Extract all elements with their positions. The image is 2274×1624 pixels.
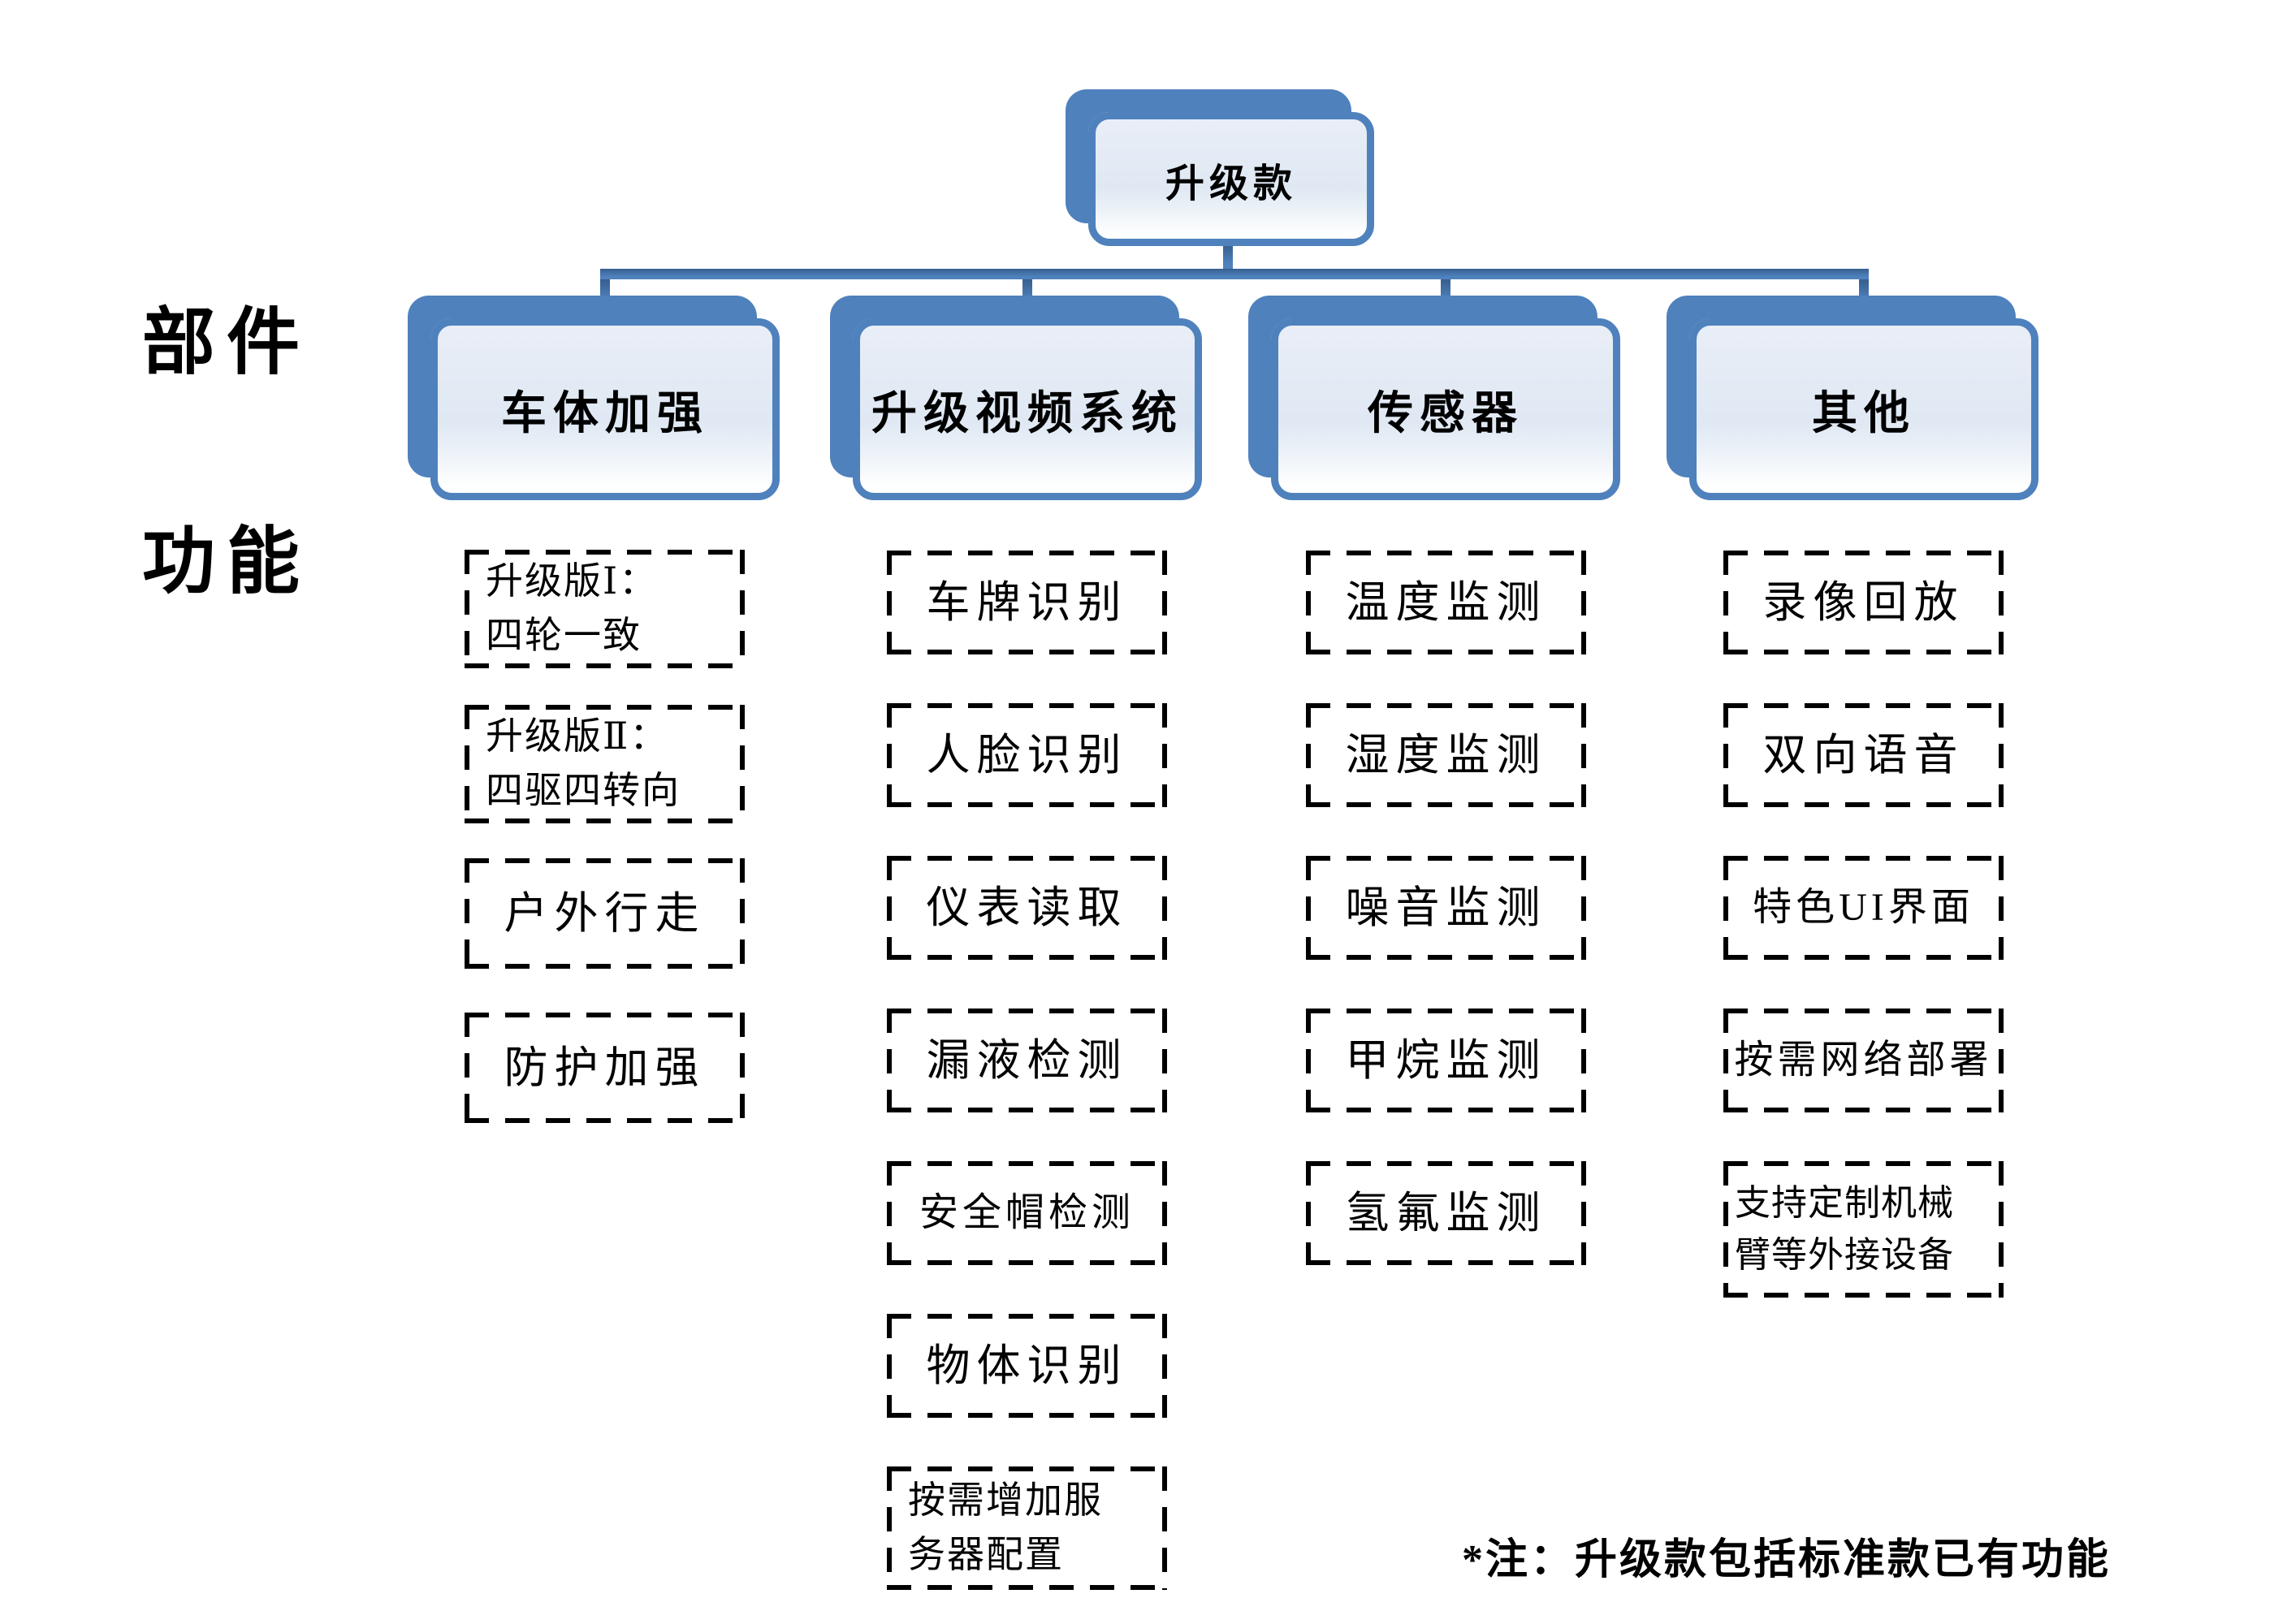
function-item: 甲烷监测 [1306,1009,1586,1112]
function-item: 安全帽检测 [887,1161,1167,1265]
row-label-functions: 功能 [142,522,311,603]
function-item-label: 特色UI界面 [1753,885,1974,929]
function-item-label: 仪表读取 [926,883,1128,932]
function-item-label: 噪音监测 [1345,883,1547,932]
function-item: 升级版Ⅰ： 四轮一致 [465,550,745,668]
function-item-label: 按需增加服 务器配置 [908,1479,1103,1575]
function-item-label: 户外行走 [504,888,706,938]
function-item-label: 温度监测 [1345,577,1547,627]
function-item-label: 支持定制机械 臂等外接设备 [1735,1183,1954,1275]
function-item-label: 漏液检测 [926,1035,1128,1085]
node-root-upgrade-model: 升级款 [1088,112,1374,246]
function-item: 仪表读取 [887,856,1167,960]
function-item: 车牌识别 [887,551,1167,654]
function-item-label: 双向语音 [1762,730,1965,780]
connector-horizontal-bar [600,269,1869,279]
function-item-label: 人脸识别 [926,730,1128,780]
node-header-others: 其他 [1689,318,2038,500]
function-item: 按需增加服 务器配置 [887,1466,1167,1590]
node-header-body-reinforcement: 车体加强 [430,318,780,500]
function-item: 物体识别 [887,1314,1167,1418]
function-item: 人脸识别 [887,703,1167,807]
footnote: *注：升级款包括标准款已有功能 [1462,1537,2112,1583]
function-item-label: 湿度监测 [1345,730,1547,780]
function-item-label: 车牌识别 [926,577,1128,627]
connector-drop-video-system [1022,279,1032,307]
function-item-label: 按需网络部署 [1734,1038,1993,1082]
function-item: 双向语音 [1723,703,2004,807]
function-item: 氢氟监测 [1306,1161,1586,1265]
function-item-label: 安全帽检测 [919,1190,1135,1234]
node-header-sensors: 传感器 [1271,318,1620,500]
function-item-label: 升级版Ⅱ： 四驱四转向 [486,715,681,811]
function-item-label: 防护加强 [504,1043,706,1092]
function-item: 特色UI界面 [1723,856,2004,960]
function-item-label: 物体识别 [926,1341,1128,1390]
function-item: 湿度监测 [1306,703,1586,807]
node-header-label: 升级视频系统 [871,388,1183,439]
connector-drop-body-reinforcement [600,279,610,307]
connector-drop-sensors [1441,279,1450,307]
function-item: 按需网络部署 [1723,1009,2004,1112]
function-item-label: 升级版Ⅰ： 四轮一致 [486,560,659,656]
connector-root-stem [1223,244,1233,270]
node-header-label: 其他 [1812,388,1916,439]
function-item: 户外行走 [465,858,745,969]
function-item: 防护加强 [465,1013,745,1123]
row-label-components: 部件 [142,303,311,383]
function-item: 噪音监测 [1306,856,1586,960]
node-header-video-system: 升级视频系统 [853,318,1202,500]
function-item-label: 甲烷监测 [1345,1035,1547,1085]
connector-drop-others [1859,279,1869,307]
function-item: 温度监测 [1306,551,1586,654]
node-root-label: 升级款 [1165,162,1297,205]
node-header-label: 传感器 [1368,388,1524,439]
node-header-label: 车体加强 [501,388,709,439]
function-item-label: 氢氟监测 [1345,1188,1547,1237]
function-item: 漏液检测 [887,1009,1167,1112]
function-item: 升级版Ⅱ： 四驱四转向 [465,705,745,823]
function-item: 录像回放 [1723,551,2004,654]
function-item-label: 录像回放 [1762,577,1965,627]
function-item: 支持定制机械 臂等外接设备 [1723,1161,2004,1298]
